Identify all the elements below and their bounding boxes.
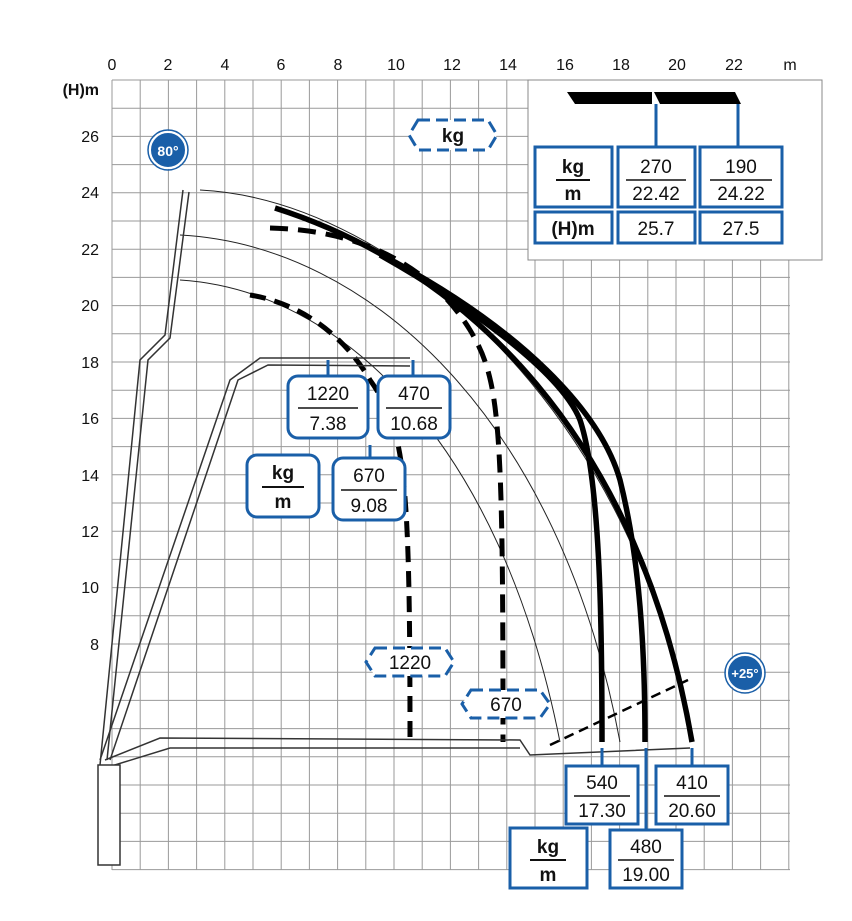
dashed-label-1220: 1220 bbox=[364, 646, 456, 678]
unit-m: m bbox=[565, 184, 582, 205]
y-tick: 18 bbox=[81, 355, 99, 372]
bottom-kg: 540 bbox=[586, 773, 618, 794]
y-tick: 10 bbox=[81, 580, 99, 597]
legend-kg: 270 bbox=[640, 157, 672, 178]
load-curves bbox=[249, 205, 695, 747]
x-tick: 12 bbox=[443, 57, 461, 74]
crane-base bbox=[97, 764, 121, 866]
bottom-unit-m: m bbox=[540, 865, 557, 886]
unit-height: (H)m bbox=[551, 219, 594, 240]
curve-19-00 bbox=[393, 259, 648, 743]
bottom-unit-box: kg m bbox=[508, 826, 589, 890]
legend-m: 22.42 bbox=[632, 184, 680, 205]
y-tick: 20 bbox=[81, 298, 99, 315]
bottom-m: 19.00 bbox=[622, 865, 670, 886]
middle-reach-arc bbox=[179, 234, 621, 743]
x-unit: m bbox=[783, 57, 796, 74]
x-tick: 8 bbox=[334, 57, 343, 74]
y-tick: 12 bbox=[81, 524, 99, 541]
y-tick: 22 bbox=[81, 242, 99, 259]
inner-unit-m: m bbox=[275, 492, 292, 513]
boom-vertical bbox=[99, 189, 184, 766]
dashed-670-text: 670 bbox=[490, 695, 522, 716]
x-axis: 0 2 4 6 8 10 12 14 16 18 20 22 m bbox=[108, 57, 797, 74]
inner-kg: 670 bbox=[353, 466, 385, 487]
inner-m: 10.68 bbox=[390, 414, 438, 435]
dashed-1220-text: 1220 bbox=[389, 653, 431, 674]
y-tick: 14 bbox=[81, 468, 99, 485]
min-angle-line bbox=[549, 678, 689, 747]
x-tick: 16 bbox=[556, 57, 574, 74]
bottom-m: 17.30 bbox=[578, 801, 626, 822]
x-tick: 22 bbox=[725, 57, 743, 74]
legend-height: 27.5 bbox=[723, 219, 760, 240]
inner-m: 9.08 bbox=[351, 496, 388, 517]
x-tick: 20 bbox=[668, 57, 686, 74]
bottom-unit-kg: kg bbox=[537, 837, 559, 858]
y-unit: (H)m bbox=[63, 82, 99, 99]
legend-height: 25.7 bbox=[638, 219, 675, 240]
inner-kg: 470 bbox=[398, 384, 430, 405]
bottom-box-410: 410 20.60 bbox=[654, 748, 730, 826]
bottom-kg: 410 bbox=[676, 773, 708, 794]
legend-table: kg m 270 22.42 190 24.22 (H)m 25.7 27.5 bbox=[527, 79, 823, 261]
bottom-box-540: 540 17.30 bbox=[564, 748, 640, 826]
angle-max-label: 80° bbox=[157, 143, 178, 159]
inner-box-470: 470 10.68 bbox=[368, 360, 452, 460]
angle-min-label: +25° bbox=[731, 666, 758, 681]
y-axis: (H)m 26 24 22 20 18 16 14 12 10 8 bbox=[63, 82, 100, 654]
x-tick: 6 bbox=[277, 57, 286, 74]
angle-badge-max: 80° bbox=[147, 129, 189, 171]
dashed-kg-text: kg bbox=[442, 126, 464, 147]
inner-unit-box: kg m bbox=[245, 453, 321, 519]
y-tick: 8 bbox=[90, 637, 99, 654]
boom-mid bbox=[99, 357, 410, 761]
x-tick: 0 bbox=[108, 57, 117, 74]
legend-kg: 190 bbox=[725, 157, 757, 178]
inner-box-1220: 1220 7.38 bbox=[286, 360, 370, 440]
x-tick: 14 bbox=[499, 57, 517, 74]
bottom-m: 20.60 bbox=[668, 801, 716, 822]
boom-horizontal bbox=[104, 737, 691, 761]
bottom-kg: 480 bbox=[630, 837, 662, 858]
angle-badge-min: +25° bbox=[724, 652, 766, 694]
bottom-box-480: 480 19.00 bbox=[608, 748, 684, 890]
inner-kg: 1220 bbox=[307, 384, 349, 405]
dashed-label-kg: kg bbox=[407, 118, 499, 152]
curve-17-30 bbox=[378, 252, 605, 743]
x-tick: 10 bbox=[387, 57, 405, 74]
y-tick: 26 bbox=[81, 129, 99, 146]
dashed-label-670: 670 bbox=[460, 688, 552, 720]
x-tick: 18 bbox=[612, 57, 630, 74]
x-tick: 2 bbox=[164, 57, 173, 74]
y-tick: 24 bbox=[81, 185, 99, 202]
crane-boom bbox=[97, 189, 691, 866]
inner-box-670: 670 9.08 bbox=[331, 456, 407, 522]
x-tick: 4 bbox=[221, 57, 230, 74]
unit-kg: kg bbox=[562, 157, 584, 178]
curve-14-dashed bbox=[269, 225, 506, 743]
inner-m: 7.38 bbox=[310, 414, 347, 435]
inner-unit-kg: kg bbox=[272, 463, 294, 484]
legend-m: 24.22 bbox=[717, 184, 765, 205]
y-tick: 16 bbox=[81, 411, 99, 428]
curve-jib-dashed bbox=[249, 292, 413, 743]
jib-icon bbox=[567, 92, 741, 104]
